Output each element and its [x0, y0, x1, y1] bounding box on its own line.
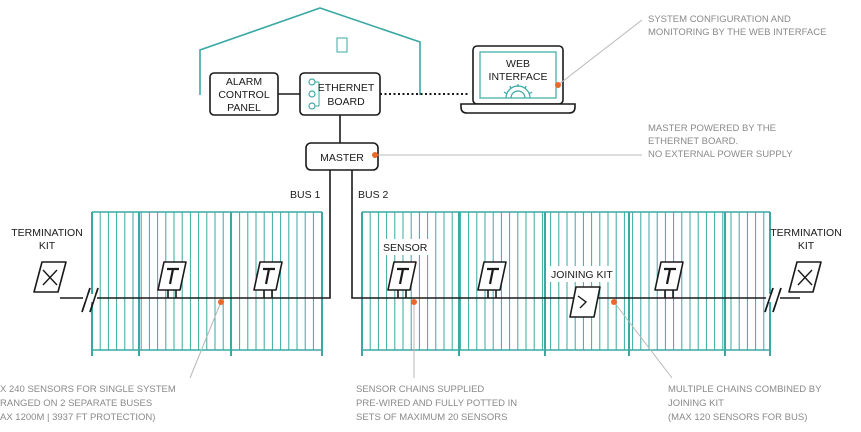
note-multi-3: (MAX 120 SENSORS FOR BUS)	[668, 412, 807, 423]
termination-kit-right	[788, 261, 822, 293]
note-master-2: ETHERNET BOARD.	[648, 136, 738, 147]
building	[199, 7, 421, 95]
termination-icon	[797, 269, 813, 286]
web-interface-label-2: INTERFACE	[489, 71, 548, 83]
sensor-t-icon	[397, 267, 409, 285]
termination-left-label-2: KIT	[39, 240, 56, 252]
note-chains-1: SENSOR CHAINS SUPPLIED	[356, 384, 484, 395]
alarm-panel-label-1: ALARM	[226, 76, 262, 88]
bus-1-line	[60, 170, 331, 299]
termination-icon	[42, 269, 58, 286]
note-multi-2: JOINING KIT	[668, 398, 724, 409]
sensor-t-icon	[487, 267, 499, 285]
laptop: WEB INTERFACE	[460, 45, 576, 114]
fence-right	[361, 211, 771, 356]
alarm-control-panel: ALARM CONTROL PANEL	[209, 72, 279, 116]
sensor	[253, 261, 283, 298]
joining-kit	[569, 286, 601, 318]
joining-icon	[577, 295, 588, 309]
gear-icon	[503, 84, 533, 99]
marker-joining-kit	[611, 299, 617, 305]
sensor-t-icon	[167, 267, 179, 285]
building-window	[336, 37, 348, 53]
sensor	[387, 261, 417, 298]
bus-1-label: BUS 1	[290, 189, 321, 201]
master-label: MASTER	[320, 152, 364, 164]
alarm-panel-label-2: CONTROL	[218, 89, 269, 101]
note-web-2: MONITORING BY THE WEB INTERFACE	[648, 27, 826, 38]
note-chains-3: SETS OF MAXIMUM 20 SENSORS	[356, 412, 508, 423]
network-icon	[308, 78, 316, 86]
sensor-t-icon	[664, 267, 676, 285]
web-interface-label-1: WEB	[506, 58, 530, 70]
sensor-t-icon	[263, 267, 275, 285]
marker-sensor-chain	[411, 299, 417, 305]
termination-right-label-1: TERMINATION	[770, 227, 842, 239]
alarm-panel-label-3: PANEL	[227, 102, 261, 114]
sensor	[157, 261, 187, 298]
marker-web	[555, 82, 561, 88]
fence-left	[91, 211, 323, 356]
termination-kit-left	[33, 261, 67, 293]
ethernet-label-2: BOARD	[327, 96, 365, 108]
ethernet-label-1: ETHERNET	[318, 82, 375, 94]
note-chains-2: PRE-WIRED AND FULLY POTTED IN	[356, 398, 517, 409]
termination-right-label-2: KIT	[798, 240, 815, 252]
bus-2-line	[351, 170, 800, 299]
bus-2-label: BUS 2	[358, 189, 389, 201]
master-unit: MASTER	[305, 142, 379, 171]
marker-bus	[218, 299, 224, 305]
marker-master	[372, 152, 378, 158]
note-max-3: AX 1200M | 3937 FT PROTECTION)	[0, 412, 155, 423]
note-max-1: X 240 SENSORS FOR SINGLE SYSTEM	[0, 384, 176, 395]
note-max-2: RANGED ON 2 SEPARATE BUSES	[0, 398, 152, 409]
joining-kit-label: JOINING KIT	[551, 269, 613, 281]
note-multi-1: MULTIPLE CHAINS COMBINED BY	[668, 384, 822, 395]
sensor	[654, 261, 684, 298]
note-web-1: SYSTEM CONFIGURATION AND	[648, 14, 791, 25]
ethernet-board: ETHERNET BOARD	[299, 72, 381, 116]
termination-left-label-1: TERMINATION	[11, 227, 83, 239]
sensors	[157, 261, 684, 298]
note-master-1: MASTER POWERED BY THE	[648, 123, 776, 134]
sensor	[477, 261, 507, 298]
sensor-label: SENSOR	[383, 242, 428, 254]
note-master-3: NO EXTERNAL POWER SUPPLY	[648, 149, 793, 160]
